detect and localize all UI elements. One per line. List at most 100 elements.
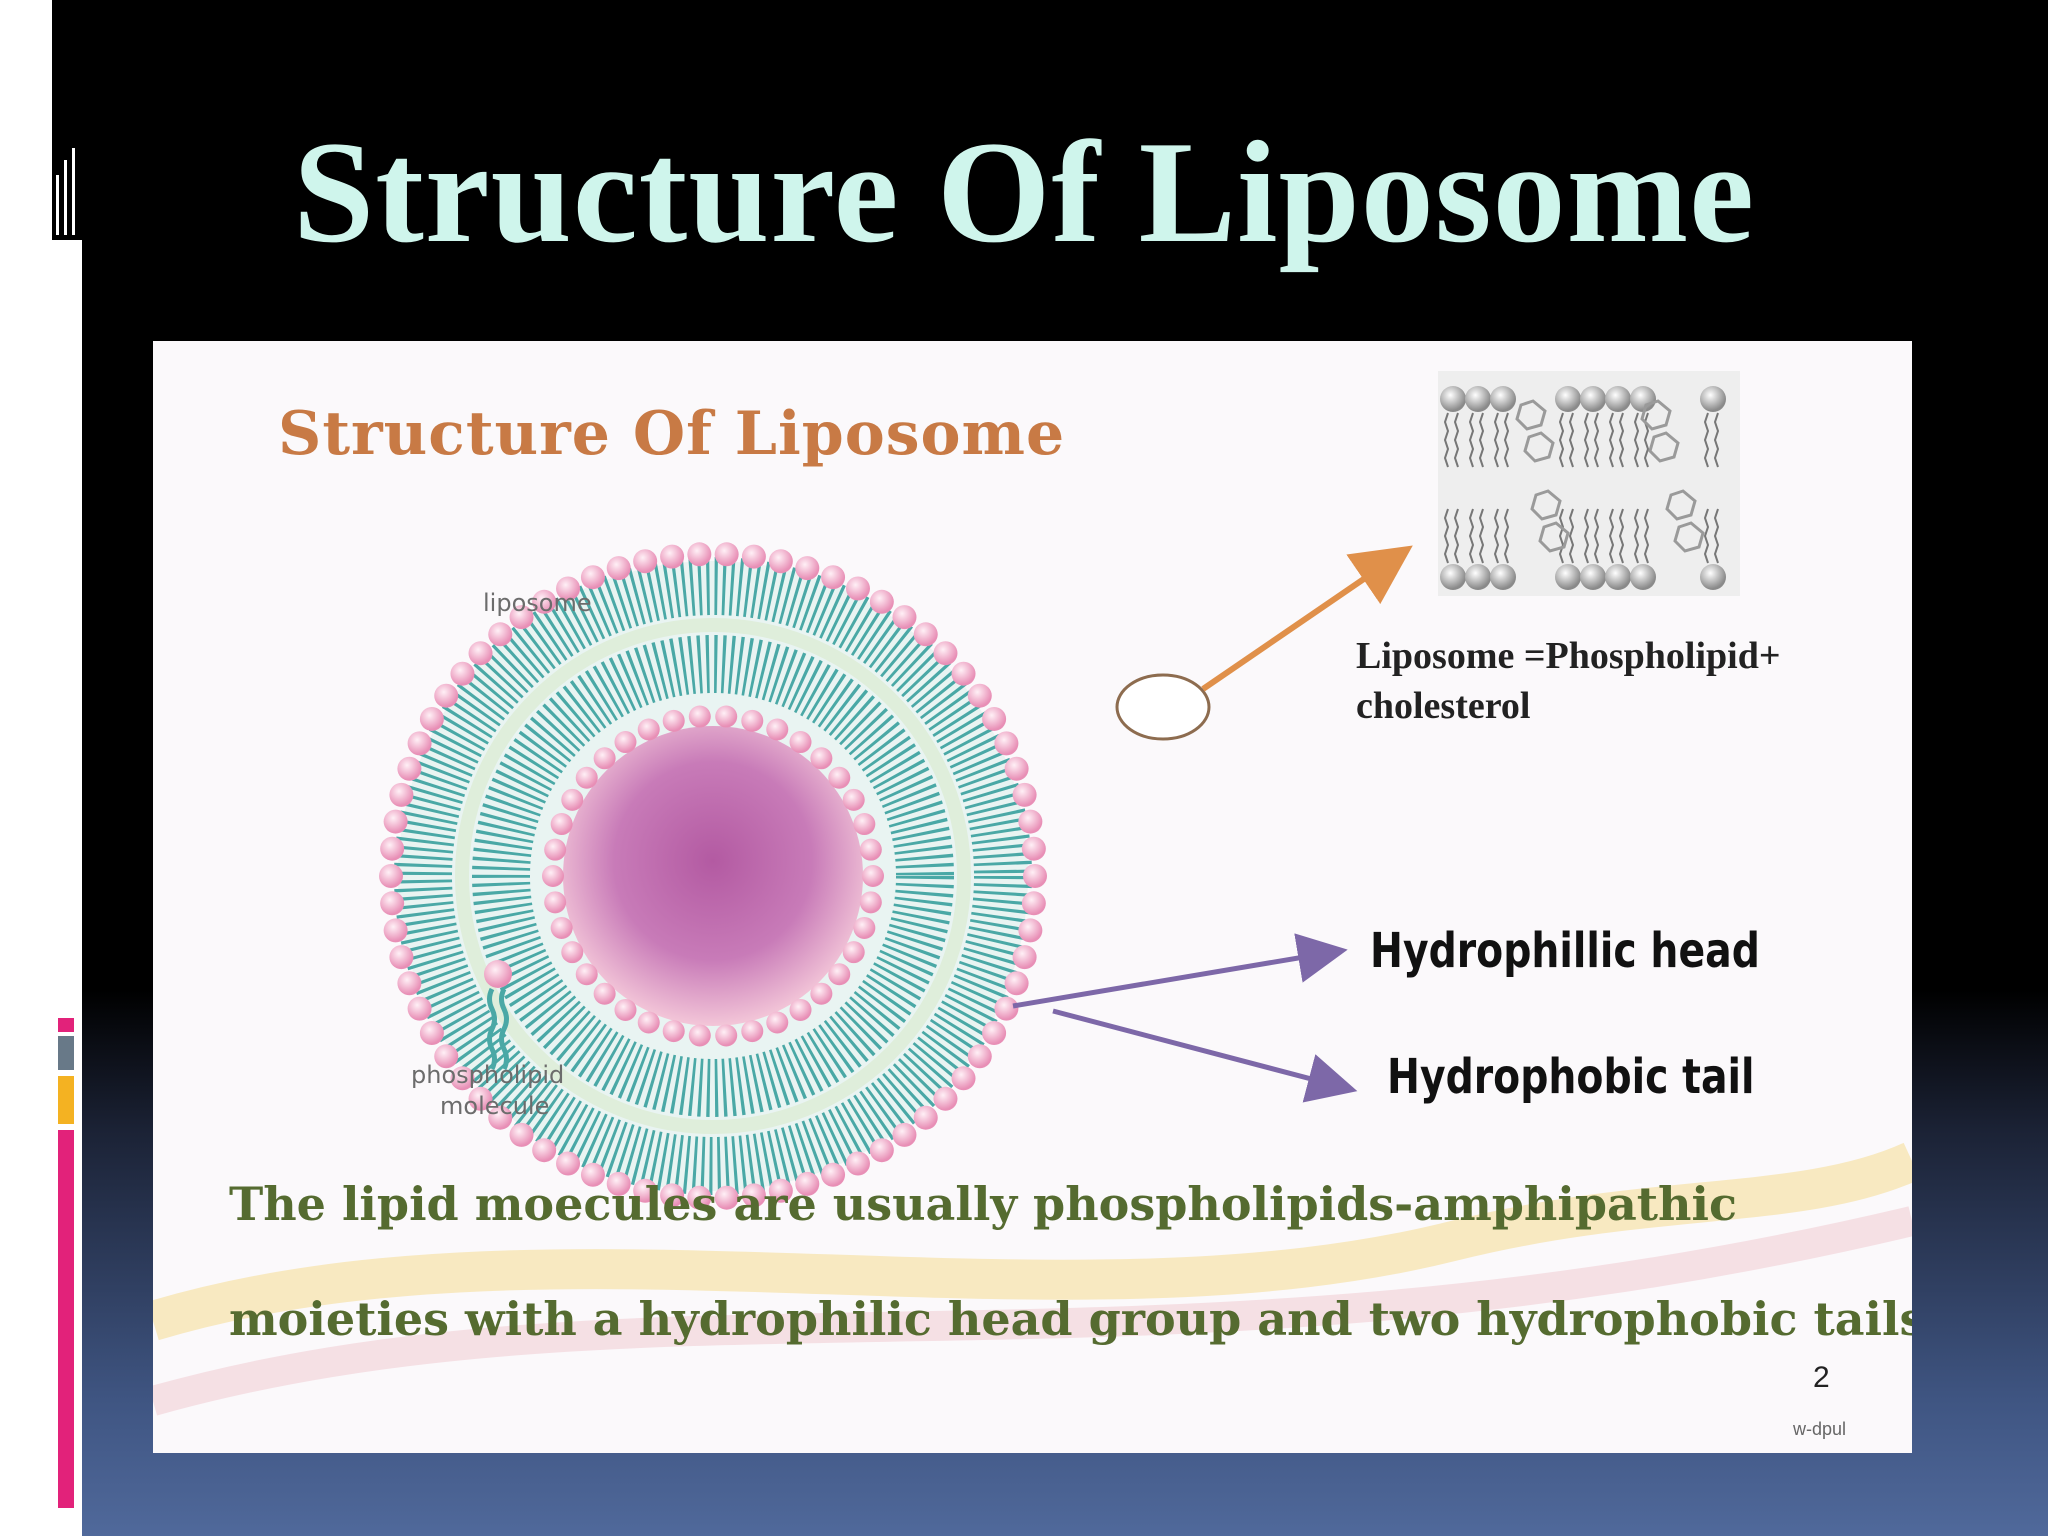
head-bead: [389, 782, 414, 807]
head-bead: [389, 945, 414, 970]
bilayer-head: [1490, 386, 1516, 412]
bilayer-tail: [1608, 508, 1615, 564]
head-bead: [509, 1122, 534, 1147]
head-bead: [1012, 782, 1037, 807]
head-bead: [845, 1151, 870, 1176]
diagram-panel: Structure Of Liposome liposome phospholi…: [153, 341, 1912, 1453]
head-bead: [544, 891, 567, 914]
head-bead: [982, 706, 1007, 731]
equation-line-1: Liposome =Phospholipid+: [1356, 635, 1781, 677]
bilayer-head: [1700, 564, 1726, 590]
label-liposome: liposome: [483, 589, 592, 617]
outer-tail-layer: [394, 557, 1032, 1195]
head-bead: [859, 838, 882, 861]
top-left-pattern: [52, 0, 82, 240]
bilayer-head: [1605, 564, 1631, 590]
head-bead: [892, 1122, 917, 1147]
bilayer-head: [1465, 386, 1491, 412]
head-bead: [766, 718, 789, 741]
head-bead: [845, 576, 870, 601]
bilayer-head: [1630, 564, 1656, 590]
slide-title: Structure Of Liposome: [293, 111, 1755, 273]
head-bead: [662, 1020, 685, 1043]
head-bead: [397, 971, 422, 996]
head-bead: [982, 1021, 1007, 1046]
zoom-circle: [1115, 673, 1211, 741]
bilayer-tail: [1468, 412, 1475, 468]
head-bead: [407, 996, 432, 1021]
head-bead: [593, 982, 616, 1005]
head-bead: [542, 865, 564, 887]
head-bead: [687, 542, 712, 567]
bilayer-head: [1630, 386, 1656, 412]
background-swoosh-red: [153, 1206, 1912, 1416]
head-bead: [842, 788, 865, 811]
bilayer-tail: [1443, 508, 1450, 564]
head-bead: [859, 891, 882, 914]
accent-bar-pink-top: [58, 1018, 74, 1032]
head-bead: [1021, 836, 1046, 861]
inner-tail-layer: [472, 635, 954, 1117]
head-bead: [468, 641, 493, 666]
bilayer-head: [1440, 564, 1466, 590]
bilayer-inset: [1438, 371, 1740, 596]
caption-line-1: The lipid moecules are usually phospholi…: [229, 1177, 1737, 1231]
head-bead: [933, 641, 958, 666]
bilayer-head: [1555, 564, 1581, 590]
head-bead: [561, 788, 584, 811]
head-bead: [660, 544, 685, 569]
head-bead: [933, 1086, 958, 1111]
head-bead: [853, 813, 876, 836]
head-bead: [468, 1086, 493, 1111]
head-bead: [637, 718, 660, 741]
inner-head-ring: [542, 705, 884, 1047]
head-bead: [741, 1183, 766, 1208]
bilayer-tail: [1633, 508, 1640, 564]
head-bead: [821, 1162, 846, 1187]
bilayer-head: [1490, 564, 1516, 590]
equation-line-2: cholesterol: [1356, 685, 1531, 727]
label-hydrophilic-head: Hydrophillic head: [1370, 923, 1760, 979]
caption-line-2: moieties with a hydrophilic head group a…: [229, 1292, 1912, 1346]
liposome-diagram: [153, 371, 1912, 1416]
bilayer-tail: [1493, 412, 1500, 468]
head-bead: [913, 622, 938, 647]
bilayer-tail: [1583, 412, 1590, 468]
head-bead: [532, 1138, 557, 1163]
bilayer-tail: [1643, 508, 1650, 564]
head-bead: [434, 1044, 459, 1069]
head-bead: [766, 1011, 789, 1034]
bilayer-tail: [1443, 412, 1450, 468]
phospholipid-molecule-icon: [484, 960, 512, 1071]
head-bead: [789, 998, 812, 1021]
head-bead: [913, 1105, 938, 1130]
arrow-to-inset: [1201, 545, 1413, 692]
head-bead: [1018, 918, 1043, 943]
bilayer-tail: [1633, 412, 1640, 468]
head-bead: [741, 1020, 764, 1043]
bilayer-tail: [1453, 412, 1460, 468]
head-bead: [853, 916, 876, 939]
head-bead: [687, 1185, 712, 1210]
head-bead: [419, 1021, 444, 1046]
head-bead: [660, 1183, 685, 1208]
head-bead: [1012, 945, 1037, 970]
outer-head-ring: [379, 542, 1047, 1210]
head-bead: [575, 766, 598, 789]
bilayer-tail: [1593, 412, 1600, 468]
head-bead: [532, 589, 557, 614]
bilayer-tail: [1713, 508, 1720, 564]
bilayer-tail: [1618, 508, 1625, 564]
head-bead: [383, 809, 408, 834]
label-molecule: molecule: [440, 1092, 550, 1120]
head-bead: [614, 998, 637, 1021]
bilayer-tail: [1478, 412, 1485, 468]
head-bead: [633, 549, 658, 574]
watermark: w-dpul: [1793, 1419, 1847, 1439]
head-bead: [821, 565, 846, 590]
head-bead: [795, 1171, 820, 1196]
head-bead: [662, 709, 685, 732]
head-bead: [450, 1066, 475, 1091]
head-bead: [561, 941, 584, 964]
